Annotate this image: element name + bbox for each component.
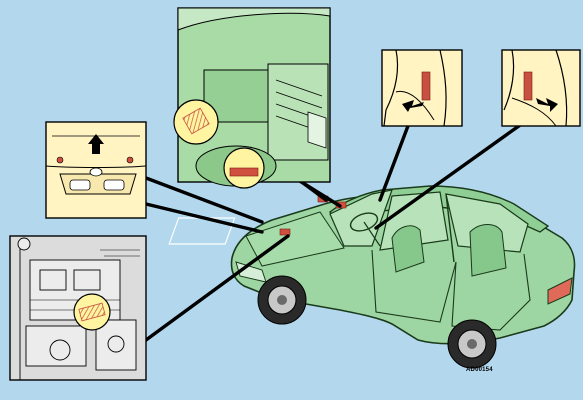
hood-release-panel bbox=[45, 121, 147, 219]
leader-line-door-right bbox=[374, 116, 532, 230]
car-illustration bbox=[168, 185, 576, 369]
up-arrow-icon bbox=[88, 134, 104, 154]
side-window-rear bbox=[445, 193, 529, 253]
front-wheel bbox=[257, 275, 307, 325]
door-frame-right-panel bbox=[501, 49, 581, 127]
arrow-left-icon bbox=[402, 100, 424, 112]
leader-line-engine-side bbox=[144, 234, 290, 342]
front-door-outline bbox=[371, 249, 457, 323]
hood bbox=[245, 211, 345, 267]
door-frame-label-right bbox=[523, 71, 533, 101]
engine-bay-label-1 bbox=[182, 107, 210, 135]
engine-side-label bbox=[78, 302, 106, 322]
windshield bbox=[329, 189, 393, 247]
engine-side-panel bbox=[9, 235, 147, 381]
leader-line-hood-2 bbox=[144, 202, 264, 234]
b-pillar bbox=[445, 193, 455, 263]
rear-wheel bbox=[447, 319, 497, 369]
rear-seat bbox=[469, 224, 507, 277]
engine-bay-label-2 bbox=[229, 167, 259, 177]
figure-code: AD00154 bbox=[466, 367, 493, 373]
tail-light bbox=[547, 277, 573, 305]
front-seat bbox=[391, 225, 425, 273]
hood-warning-label bbox=[279, 228, 291, 236]
door-frame-left-panel bbox=[381, 49, 463, 127]
door-frame-label-left bbox=[421, 71, 431, 101]
badge-icon bbox=[89, 167, 103, 177]
engine-cover-logo bbox=[307, 111, 327, 149]
hood-label-marker-left bbox=[56, 156, 64, 164]
engine-bay-panel bbox=[173, 7, 331, 189]
steering-wheel bbox=[349, 212, 379, 232]
rear-door-outline bbox=[451, 253, 531, 331]
leader-line-hood bbox=[144, 176, 264, 224]
arrow-right-icon bbox=[536, 98, 558, 112]
hood-label-marker-right bbox=[126, 156, 134, 164]
